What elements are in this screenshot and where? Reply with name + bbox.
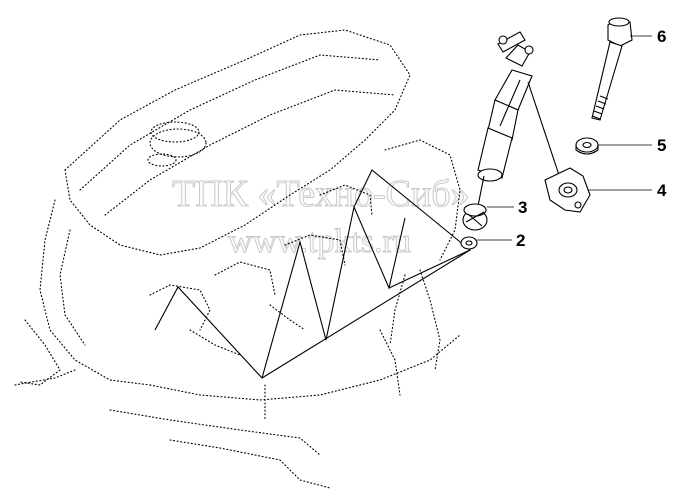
seal-part-3 xyxy=(462,203,488,231)
washer-part-2 xyxy=(460,236,478,250)
watermark: ТПК «Техно-Сиб» www.tpkts.ru xyxy=(172,173,471,261)
callout-5: 5 xyxy=(657,136,666,155)
callout-4: 4 xyxy=(657,181,667,200)
bolt-part-6 xyxy=(591,17,633,121)
callout-3: 3 xyxy=(518,198,527,217)
clamp-part-4 xyxy=(544,167,591,213)
injector-part xyxy=(477,31,561,207)
leader-lines xyxy=(477,35,652,241)
watermark-line1: ТПК «Техно-Сиб» xyxy=(172,173,470,215)
callout-6: 6 xyxy=(657,27,666,46)
callout-2: 2 xyxy=(516,231,525,250)
callouts: 6 5 4 3 2 xyxy=(516,27,667,250)
injector-position-lines xyxy=(154,169,471,380)
engine-block xyxy=(14,29,461,489)
watermark-line2: www.tpkts.ru xyxy=(228,223,411,260)
washer-part-5 xyxy=(575,137,599,155)
